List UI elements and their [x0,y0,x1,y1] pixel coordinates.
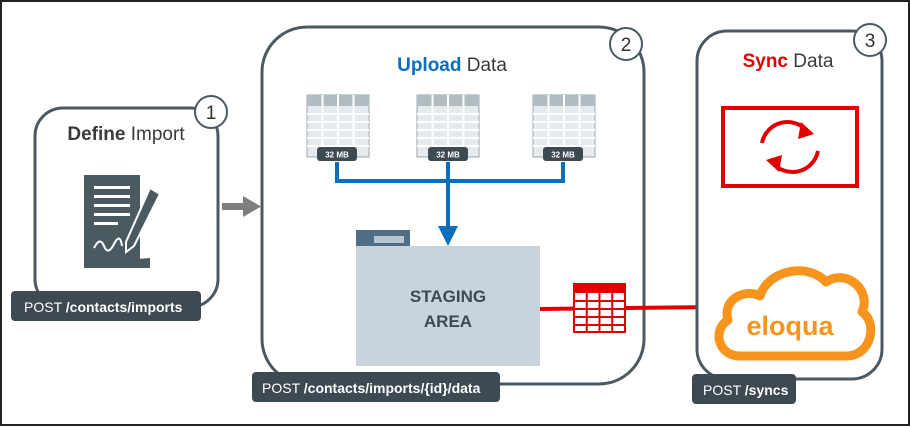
file-size-label: 32 MB [551,151,575,160]
step-define-import: 1 Define Import POST /contacts/imports [11,95,228,321]
document-signing-icon [84,175,162,268]
file-size-badge [428,147,468,161]
step-2-number-badge [609,27,643,61]
step-3-number-badge [853,23,887,57]
endpoint-sync [692,374,796,404]
file-size-badge [543,147,583,161]
upload-connector [335,162,565,246]
step-sync-data: 3 Sync Data eloqua POST /syncs [692,23,887,404]
file-size-badge [317,147,357,161]
step-2-title-strong: Upload [397,55,461,76]
flow-arrow-staging-to-eloqua [539,283,725,333]
step-2-title-rest: Data [461,55,507,76]
upload-file-2: 32 MB [416,94,480,161]
upload-file-3: 32 MB [532,94,596,161]
endpoint-upload-data [252,372,500,402]
file-size-label: 32 MB [436,151,460,160]
staging-area-folder: STAGING AREA [356,230,540,366]
endpoint-upload-data-text: POST /contacts/imports/{id}/data [262,380,481,396]
step-1-number: 1 [206,103,217,124]
staging-label-line2: AREA [424,312,472,331]
staging-label-line1: STAGING [410,287,486,306]
step-3-title: Sync Data [743,51,834,72]
step-2-number: 2 [621,35,632,56]
file-size-label: 32 MB [325,151,349,160]
step-3-number: 3 [865,31,876,52]
endpoint-sync-text: POST /syncs [703,382,789,398]
step-1-title-rest: Import [125,124,185,145]
step-1-number-badge [194,95,228,129]
step-upload-data: 2 Upload Data 32 MB 32 MB 32 MB [252,25,646,402]
eloqua-wordmark: eloqua [746,311,834,341]
endpoint-define-import [11,291,201,321]
flow-arrow-define-to-upload [222,196,261,217]
red-table-icon [573,283,626,333]
step-1-title: Define Import [67,124,185,145]
step-3-title-rest: Data [788,51,834,72]
endpoint-define-import-text: POST /contacts/imports [24,299,183,315]
step-2-title: Upload Data [397,55,507,76]
step-3-title-strong: Sync [743,51,789,72]
sync-icon [721,106,859,188]
eloqua-cloud-logo: eloqua [714,266,876,361]
step-1-title-strong: Define [67,124,125,145]
upload-file-1: 32 MB [306,94,370,161]
